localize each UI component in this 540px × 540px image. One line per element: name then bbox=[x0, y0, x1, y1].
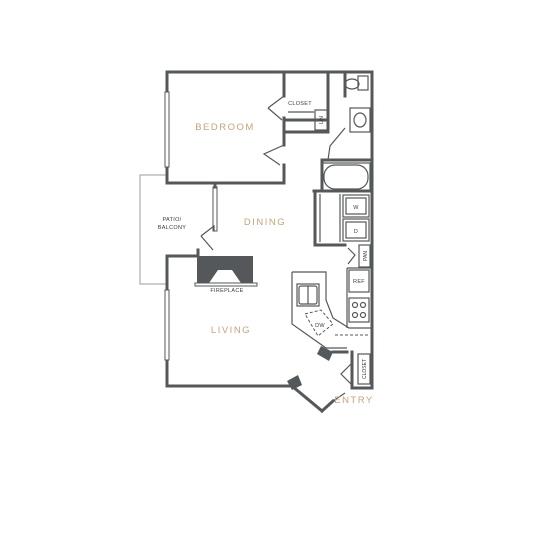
label-living: LIVING bbox=[211, 325, 251, 336]
label-pantry: PAN bbox=[363, 251, 369, 261]
fireplace bbox=[194, 256, 258, 287]
label-closet-top: CLOSET bbox=[288, 101, 312, 107]
label-dryer: D bbox=[354, 229, 358, 235]
label-washer: W bbox=[353, 205, 359, 211]
bedroom-closet bbox=[262, 70, 330, 185]
label-refrigerator: REF bbox=[353, 279, 365, 285]
label-entry: ENTRY bbox=[334, 395, 374, 406]
patio-door bbox=[196, 181, 217, 258]
entry-area bbox=[287, 350, 371, 402]
label-fireplace: FIREPLACE bbox=[210, 288, 243, 294]
label-patio: PATIO/ bbox=[162, 217, 181, 223]
patio-outline bbox=[139, 174, 167, 285]
label-bedroom: BEDROOM bbox=[195, 122, 255, 133]
label-dining: DINING bbox=[244, 217, 286, 228]
windows bbox=[164, 91, 218, 361]
laundry bbox=[313, 189, 370, 247]
label-linen: LIN bbox=[319, 116, 325, 124]
pantry bbox=[347, 244, 371, 268]
label-closet-entry: CLOSET bbox=[362, 359, 368, 379]
label-balcony: BALCONY bbox=[158, 225, 186, 231]
label-dishwasher: DW bbox=[315, 323, 325, 329]
bathroom bbox=[312, 70, 374, 193]
kitchen bbox=[291, 267, 372, 361]
